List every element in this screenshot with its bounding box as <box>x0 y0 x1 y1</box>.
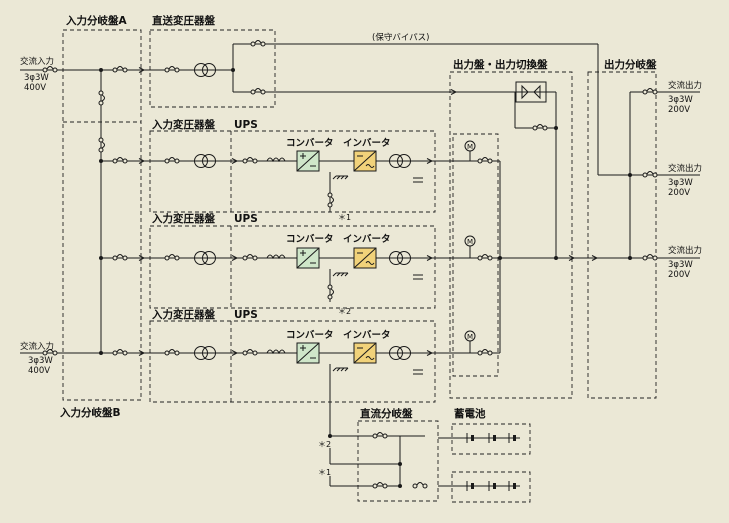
label-phase-output-3: 3φ3W <box>668 260 693 270</box>
label-input-panel-b: 入力分岐盤B <box>60 406 121 419</box>
label-battery: 蓄電池 <box>454 407 486 420</box>
label-inverter-3: インバータ <box>343 329 391 341</box>
static-switch <box>515 81 547 103</box>
label-motor-3: M <box>467 333 473 341</box>
direct-transformer-box <box>149 29 276 108</box>
label-mark-2a: ＊2 <box>338 307 351 316</box>
label-volt-input-b: 400V <box>28 366 50 376</box>
transformers <box>194 63 411 360</box>
junctions <box>99 68 632 488</box>
label-mark-2b: ＊2 <box>318 440 331 449</box>
motors <box>464 140 476 342</box>
label-phase-input-a: 3φ3W <box>24 73 49 83</box>
label-mark-1a: ＊1 <box>338 213 351 222</box>
label-volt-output-2: 200V <box>668 188 690 198</box>
label-input-transformer-3: 入力変圧器盤 <box>152 308 215 321</box>
label-ups-2: UPS <box>234 213 258 225</box>
label-volt-input-a: 400V <box>24 83 46 93</box>
label-volt-output-1: 200V <box>668 105 690 115</box>
label-converter-2: コンバータ <box>286 233 334 245</box>
label-converter-1: コンバータ <box>286 137 334 149</box>
label-inverter-1: インバータ <box>343 137 391 149</box>
breakers <box>42 40 658 489</box>
label-input-transformer-2: 入力変圧器盤 <box>152 212 215 225</box>
battery-box-2 <box>451 471 531 503</box>
label-ac-output-2: 交流出力 <box>668 163 702 174</box>
label-phase-output-2: 3φ3W <box>668 178 693 188</box>
ups1-box <box>149 130 436 213</box>
label-volt-output-3: 200V <box>668 270 690 280</box>
label-dc-branch-panel: 直流分岐盤 <box>360 407 413 420</box>
label-mark-1b: ＊1 <box>318 468 331 477</box>
output-switch-panel-box <box>449 71 573 399</box>
label-ac-input-b: 交流入力 <box>20 341 54 352</box>
label-converter-3: コンバータ <box>286 329 334 341</box>
label-motor-1: M <box>467 143 473 151</box>
label-inverter-2: インバータ <box>343 233 391 245</box>
label-input-panel-a: 入力分岐盤A <box>66 14 127 27</box>
label-direct-transformer: 直送変圧器盤 <box>152 14 215 27</box>
label-ac-output-1: 交流出力 <box>668 80 702 91</box>
batteries <box>466 432 517 492</box>
input-branch-panel-a-box <box>62 29 142 401</box>
label-output-branch-panel: 出力分岐盤 <box>604 58 657 71</box>
label-ups-1: UPS <box>234 119 258 131</box>
label-bypass: (保守バイパス) <box>372 32 429 43</box>
dc-branch-panel-box <box>357 420 439 502</box>
label-phase-input-b: 3φ3W <box>28 356 53 366</box>
panel-outlines <box>62 29 657 503</box>
label-output-switch-panel: 出力盤・出力切換盤 <box>453 58 548 71</box>
ups3-box <box>149 320 436 403</box>
battery-box-1 <box>451 423 531 455</box>
label-input-transformer-1: 入力変圧器盤 <box>152 118 215 131</box>
label-motor-2: M <box>467 238 473 246</box>
ups2-box <box>149 225 436 309</box>
label-phase-output-1: 3φ3W <box>668 95 693 105</box>
label-ac-output-3: 交流出力 <box>668 245 702 256</box>
output-branch-panel-box <box>587 71 657 399</box>
label-ups-3: UPS <box>234 309 258 321</box>
text-labels: 入力分岐盤A 直送変圧器盤 (保守バイパス) 出力盤・出力切換盤 出力分岐盤 入… <box>20 14 702 477</box>
label-ac-input-a: 交流入力 <box>20 56 54 67</box>
